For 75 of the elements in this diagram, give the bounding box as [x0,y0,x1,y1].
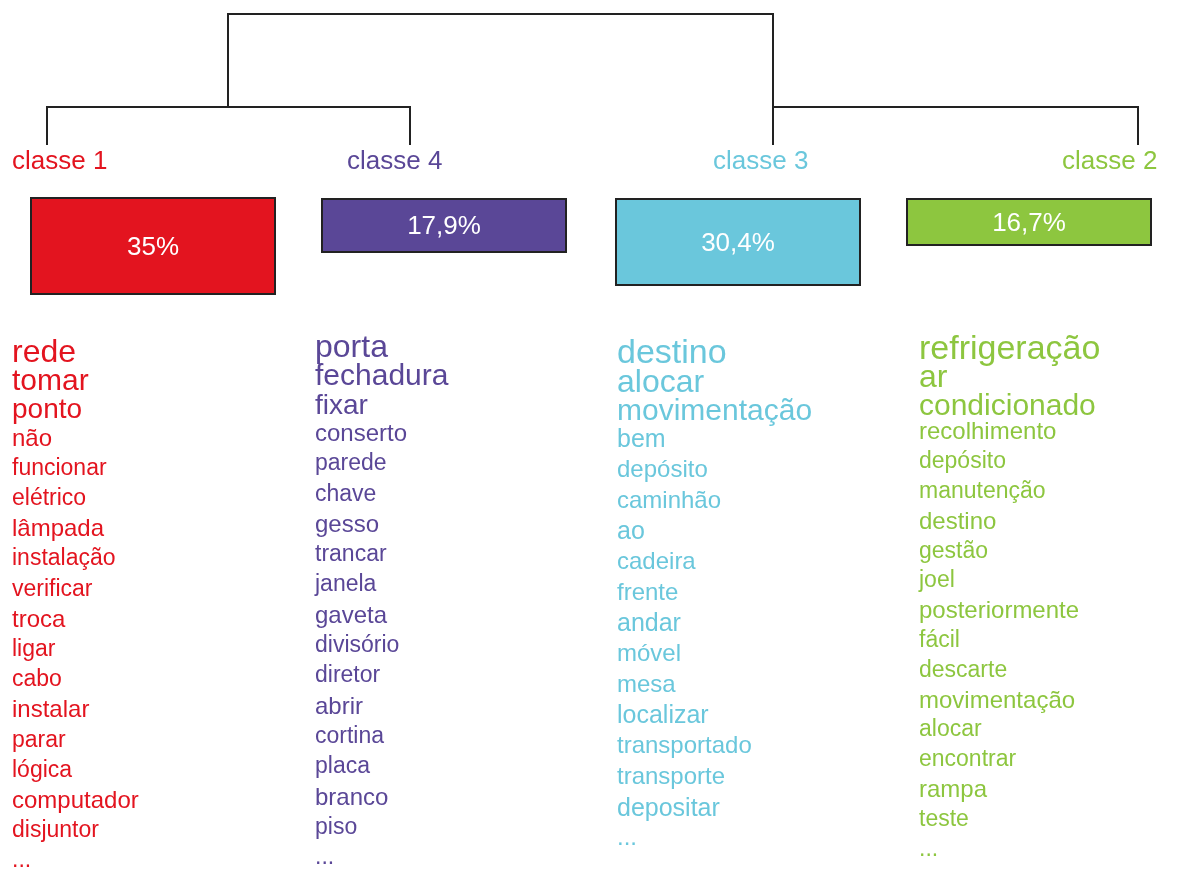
percentage-bar: 30,4% [615,198,861,286]
keyword: verificar [12,576,93,600]
percentage-bar: 16,7% [906,198,1152,246]
keyword: gaveta [315,602,388,627]
keyword: destino [919,508,997,533]
keyword: depósito [617,456,708,481]
keyword: fácil [919,628,960,651]
keyword: manutenção [919,479,1046,502]
keyword: rampa [919,777,988,801]
keyword: conserto [315,420,408,445]
keyword: computador [12,788,139,812]
class-label: classe 2 [1062,145,1158,176]
keyword: cortina [315,723,385,747]
keyword: frente [617,579,679,604]
keyword: lógica [12,757,73,781]
keyword: movimentação [919,687,1076,712]
keyword: placa [315,754,370,778]
keyword: lâmpada [12,516,105,541]
keyword: não [12,425,53,450]
keyword: encontrar [919,747,1017,771]
keyword: localizar [617,702,709,728]
keyword: gesso [315,511,380,536]
keyword: joel [919,568,955,592]
keyword: branco [315,784,389,809]
keyword: rede [12,335,77,367]
keyword: recolhimento [919,419,1057,444]
keyword: parar [12,727,66,751]
keyword: elétrico [12,486,87,509]
keyword: fixar [315,390,368,419]
percentage-bar: 17,9% [321,198,567,253]
keyword: bem [617,426,666,452]
keyword: mesa [617,671,676,696]
keyword: troca [12,606,66,631]
keyword: ... [919,836,939,860]
keyword: ponto [12,395,83,424]
keyword: ao [617,518,645,544]
keyword: trancar [315,542,387,566]
keyword: alocar [919,717,982,741]
keyword: chave [315,481,377,505]
dendrogram-branch [772,106,1139,146]
percentage-bar: 35% [30,197,276,295]
keyword: divisório [315,633,400,656]
keyword: caminhão [617,487,722,512]
keyword: piso [315,814,358,838]
keyword: diretor [315,663,381,687]
class-label: classe 3 [713,145,809,176]
keyword: funcionar [12,455,107,479]
keyword: gestão [919,538,989,562]
keyword: cabo [12,667,62,691]
keyword: ... [315,845,335,869]
keyword: depósito [919,449,1006,473]
keyword: ... [12,848,32,872]
keyword: instalar [12,697,90,722]
keyword: teste [919,806,969,830]
keyword: instalação [12,546,116,570]
keyword: ... [617,825,637,850]
keyword: janela [315,572,377,596]
keyword: condicionado [919,389,1096,420]
keyword: descarte [919,657,1008,681]
keyword: parede [315,451,387,475]
keyword: transportado [617,733,752,758]
keyword: porta [315,330,388,362]
keyword: cadeira [617,548,696,573]
keyword: disjuntor [12,818,99,842]
keyword: ligar [12,637,56,660]
dendrogram-branch [46,106,411,146]
keyword: depositar [617,794,720,820]
class-label: classe 1 [12,145,108,176]
keyword: tomar [12,365,89,396]
keyword: móvel [617,641,682,665]
keyword: andar [617,610,681,636]
keyword: transporte [617,763,726,788]
keyword: abrir [315,693,363,718]
keyword: posteriormente [919,598,1080,623]
class-label: classe 4 [347,145,443,176]
